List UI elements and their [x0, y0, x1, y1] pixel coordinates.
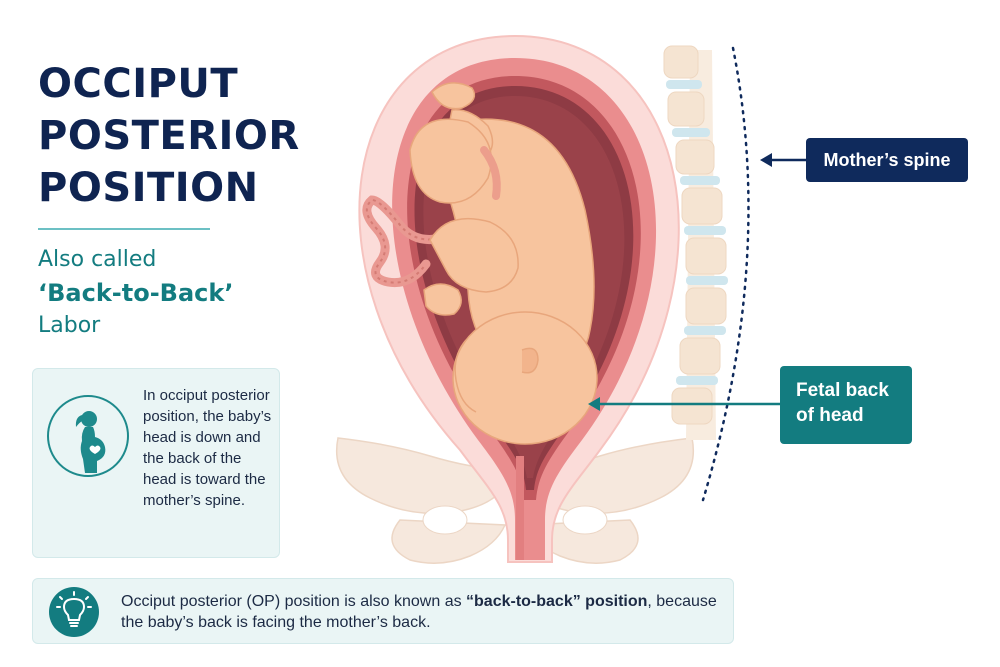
head-arrow [588, 397, 780, 411]
subtitle: Also called ‘Back-to-Back’ Labor [38, 244, 298, 342]
spine-arrow [760, 153, 806, 167]
info-card: In occiput posterior position, the baby’… [32, 368, 280, 558]
subtitle-line-3: Labor [38, 313, 101, 338]
note-card: Occiput posterior (OP) position is also … [32, 578, 734, 644]
back-outline [701, 46, 750, 502]
note-text-end: , because the baby’s back is facing the … [121, 593, 717, 631]
subtitle-line-2: ‘Back-to-Back’ [38, 279, 234, 307]
fetal-head-label-line-2: of head [796, 405, 864, 426]
title-divider [38, 228, 210, 230]
pregnant-woman-icon [47, 395, 129, 477]
title-line-2: POSTERIOR [38, 113, 300, 159]
note-text: Occiput posterior (OP) position is also … [121, 591, 721, 633]
info-text: In occiput posterior position, the baby’… [143, 387, 272, 509]
fetal-back-of-head-label: Fetal back of head [780, 366, 912, 444]
mothers-spine [663, 45, 728, 440]
lightbulb-icon [49, 587, 99, 637]
fetal-head-label-line-1: Fetal back [796, 380, 889, 401]
title-line-1: OCCIPUT [38, 61, 239, 107]
note-text-start: Occiput posterior (OP) position is also … [121, 593, 467, 610]
title-line-3: POSITION [38, 165, 259, 211]
fetus [409, 82, 598, 445]
page-title: OCCIPUT POSTERIOR POSITION [38, 58, 338, 214]
mothers-spine-label: Mother’s spine [806, 138, 968, 182]
note-text-bold: “back-to-back” position [466, 593, 648, 610]
subtitle-line-1: Also called [38, 247, 157, 272]
